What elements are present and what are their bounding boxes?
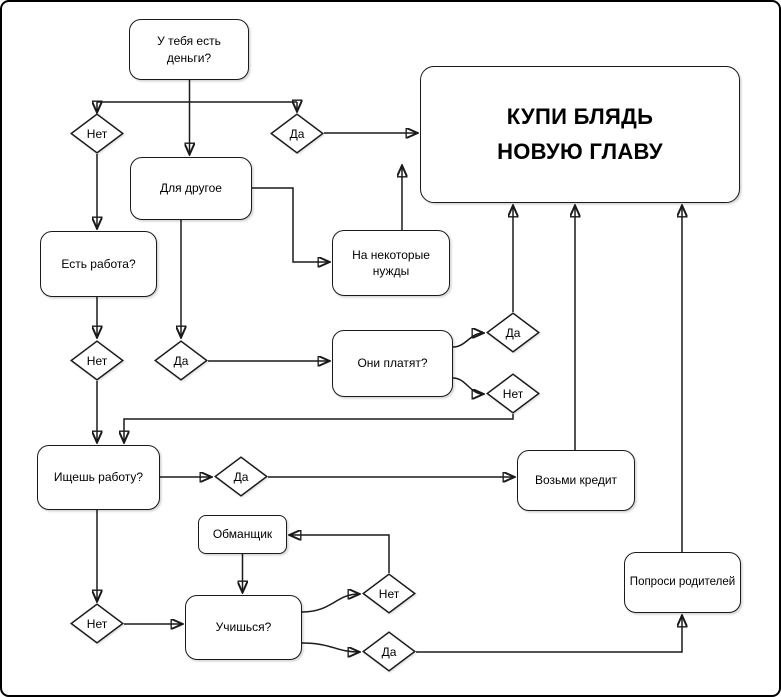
decision-no-looking: Нет <box>70 603 124 644</box>
diamond-shape <box>70 113 124 154</box>
node-label: Есть работа? <box>61 256 136 271</box>
arrow-they-pay-to-no <box>452 377 483 394</box>
node-label: Для другое <box>160 181 222 196</box>
node-cheater: Обманщик <box>198 515 287 554</box>
node-studying: Учишься? <box>185 595 302 660</box>
decision-no-job: Нет <box>70 340 124 381</box>
node-label: КУПИ БЛЯДЬ НОВУЮ ГЛАВУ <box>497 104 663 164</box>
node-label: У тебя есть деньги? <box>157 34 221 65</box>
decision-label: Нет <box>86 126 108 141</box>
decision-label: Да <box>173 353 189 368</box>
arrow-studying-to-no <box>301 594 359 613</box>
node-ask-parents: Попроси родителей <box>624 552 741 613</box>
diamond-shape <box>214 456 268 497</box>
decision-yes-they-pay: Да <box>486 312 540 353</box>
arrow-studying-to-yes <box>301 642 359 652</box>
arrow-no-pay-to-looking <box>124 414 514 442</box>
diamond-shape <box>486 312 540 353</box>
decision-yes-looking: Да <box>214 456 268 497</box>
decision-yes-studying: Да <box>362 631 416 672</box>
decision-yes-job: Да <box>154 340 208 381</box>
decision-label: Да <box>505 325 521 340</box>
decision-no-studying: Нет <box>362 573 416 614</box>
decision-no-money: Нет <box>70 113 124 154</box>
decision-label: Нет <box>502 386 524 401</box>
node-take-credit: Возьми кредит <box>517 450 635 511</box>
diamond-shape <box>362 631 416 672</box>
node-for-other: Для другое <box>130 157 252 220</box>
arrow-no-studying-to-cheater <box>290 535 390 573</box>
diamond-shape <box>486 373 540 414</box>
node-some-needs: На некоторые нужды <box>332 230 450 296</box>
node-label: Ищешь работу? <box>53 470 144 485</box>
node-have-job: Есть работа? <box>40 231 157 297</box>
arrow-they-pay-to-yes <box>452 333 483 348</box>
decision-label: Нет <box>378 586 400 601</box>
decision-label: Нет <box>86 616 108 631</box>
decision-label: Да <box>233 469 249 484</box>
diamond-shape <box>70 340 124 381</box>
node-have-money: У тебя есть деньги? <box>129 19 249 80</box>
decision-label: Да <box>289 126 305 141</box>
node-buy-new-chapter: КУПИ БЛЯДЬ НОВУЮ ГЛАВУ <box>420 66 740 203</box>
diamond-shape <box>362 573 416 614</box>
diamond-shape <box>270 113 324 154</box>
decision-yes-money: Да <box>270 113 324 154</box>
arrow-for-other-to-some-needs <box>252 187 329 262</box>
node-label: На некоторые нужды <box>352 247 430 278</box>
diamond-shape <box>70 603 124 644</box>
node-label: Обманщик <box>212 527 273 542</box>
decision-no-they-pay: Нет <box>486 373 540 414</box>
arrow-yes-studying-to-parents <box>416 616 682 653</box>
node-label: Они платят? <box>357 356 428 371</box>
decision-label: Нет <box>86 353 108 368</box>
diamond-shape <box>154 340 208 381</box>
node-they-pay: Они платят? <box>332 330 453 397</box>
connector-money-branch <box>97 80 297 103</box>
node-label: Возьми кредит <box>534 473 618 488</box>
node-looking-for-job: Ищешь работу? <box>37 445 160 510</box>
node-label: Учишься? <box>215 620 272 635</box>
node-label: Попроси родителей <box>629 575 736 588</box>
decision-label: Да <box>381 644 397 659</box>
